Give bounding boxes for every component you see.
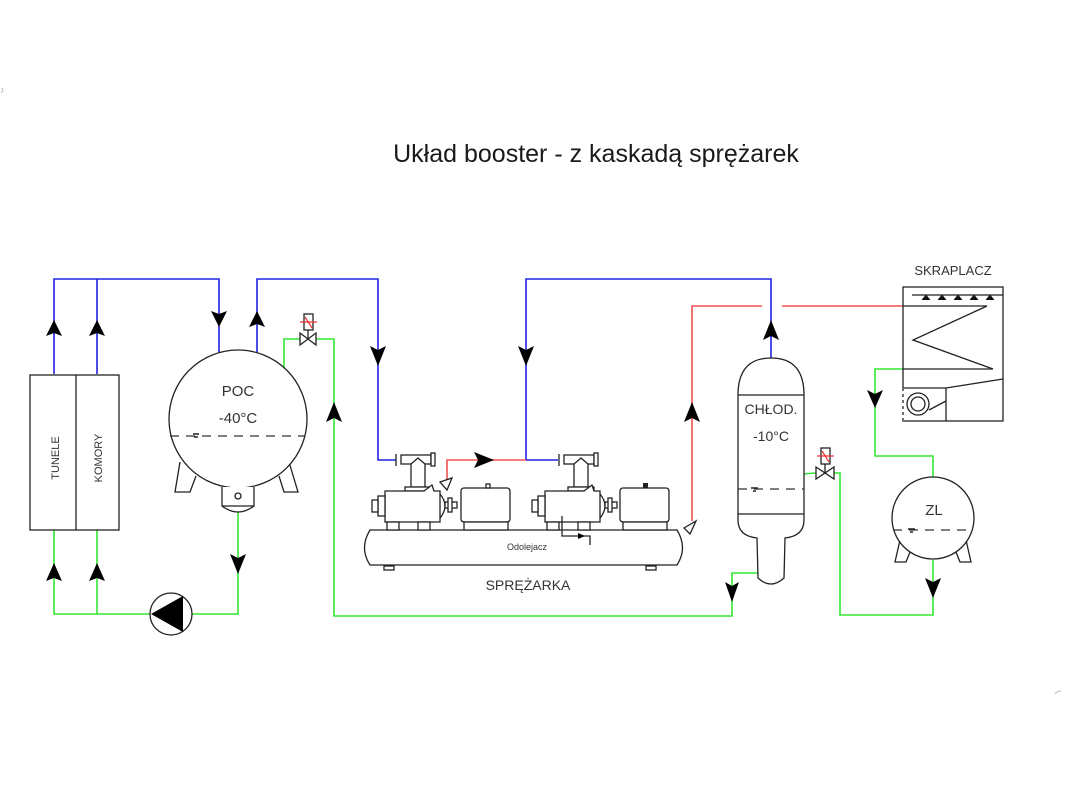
flow-arrow-icon — [46, 320, 62, 336]
chlod-temperature: -10°C — [753, 428, 789, 444]
discharge-lines — [446, 305, 903, 521]
separator-foot — [383, 565, 395, 571]
diagram-title: Układ booster - z kaskadą sprężarek — [393, 140, 799, 168]
liquid-line-pump-to-tunele — [53, 530, 150, 615]
spray-nozzles — [921, 294, 995, 301]
vessel-leg — [174, 461, 197, 493]
liquid-line-chlod-to-poc-valve — [316, 338, 771, 617]
flow-arrow-icon — [518, 346, 534, 366]
label-komory: KOMORY — [93, 433, 105, 482]
expansion-valve-icon[interactable] — [299, 313, 317, 347]
expansion-valve-icon[interactable] — [815, 447, 835, 481]
corner-mark — [1054, 690, 1062, 695]
flow-arrow-icon — [370, 346, 386, 366]
flow-arrow-icon — [763, 320, 779, 340]
poc-temperature: -40°C — [219, 410, 258, 427]
condenser-label: SKRAPLACZ — [914, 263, 991, 278]
interstage-discharge-line — [446, 459, 526, 481]
compressor-1 — [371, 452, 511, 531]
flow-arrow-icon — [211, 311, 227, 327]
corner-mark — [0, 87, 4, 94]
compressor-label: SPRĘŻARKA — [486, 576, 571, 593]
intercooler-vessel: CHŁOD. -10°C — [737, 357, 805, 585]
flow-arrow-icon — [89, 563, 105, 581]
flow-arrow-icon — [326, 402, 342, 422]
discharge-check-valve — [682, 519, 698, 536]
chlod-name: CHŁOD. — [745, 401, 798, 417]
flow-arrow-icon — [46, 563, 62, 581]
level-indicator-icon — [193, 433, 199, 438]
flow-arrow-icon — [925, 578, 941, 598]
oil-separator-label: Odolejacz — [507, 542, 548, 552]
flow-arrow-icon — [230, 554, 246, 574]
flow-arrow-icon — [867, 390, 883, 408]
vessel-leg — [955, 539, 972, 563]
vessel-leg — [278, 461, 299, 493]
flow-arrow-icon — [89, 320, 105, 336]
sump-outlet — [234, 492, 242, 500]
pump-icon[interactable] — [149, 592, 193, 636]
flow-arrow-icon — [474, 452, 494, 468]
evaporator-box — [29, 374, 120, 531]
flow-arrow-icon — [725, 582, 739, 602]
poc-separator-vessel: POC -40°C — [168, 349, 308, 513]
compressor-assembly: Odolejacz — [363, 452, 698, 593]
level-indicator-icon — [908, 528, 915, 533]
evaporators: TUNELE KOMORY — [29, 374, 120, 531]
vessel-leg — [894, 539, 911, 563]
suction-lines — [53, 278, 772, 461]
suction-line-poc-to-compressor1 — [256, 278, 396, 461]
flow-arrows — [46, 311, 941, 602]
liquid-receiver: ZL — [891, 476, 975, 563]
receiver-label: ZL — [925, 502, 943, 519]
oil-separator — [363, 529, 684, 566]
liquid-line-poc-to-pump — [192, 497, 239, 615]
label-tunele: TUNELE — [50, 436, 62, 479]
condenser: SKRAPLACZ — [902, 263, 1004, 422]
separator-foot — [645, 565, 657, 571]
level-indicator-icon — [751, 487, 758, 492]
suction-line-tunele — [53, 278, 220, 374]
intercooler-body — [737, 357, 805, 585]
flow-arrow-icon — [684, 402, 700, 422]
suction-line-chlod-to-compressor2 — [525, 278, 772, 460]
receiver-body — [891, 476, 975, 560]
liquid-line-condenser-to-zl — [874, 368, 934, 479]
compressor-2 — [531, 452, 670, 545]
discharge-line-riser — [691, 305, 762, 521]
poc-name: POC — [222, 383, 255, 400]
fan-icon — [906, 392, 930, 416]
flow-arrow-icon — [249, 311, 265, 327]
